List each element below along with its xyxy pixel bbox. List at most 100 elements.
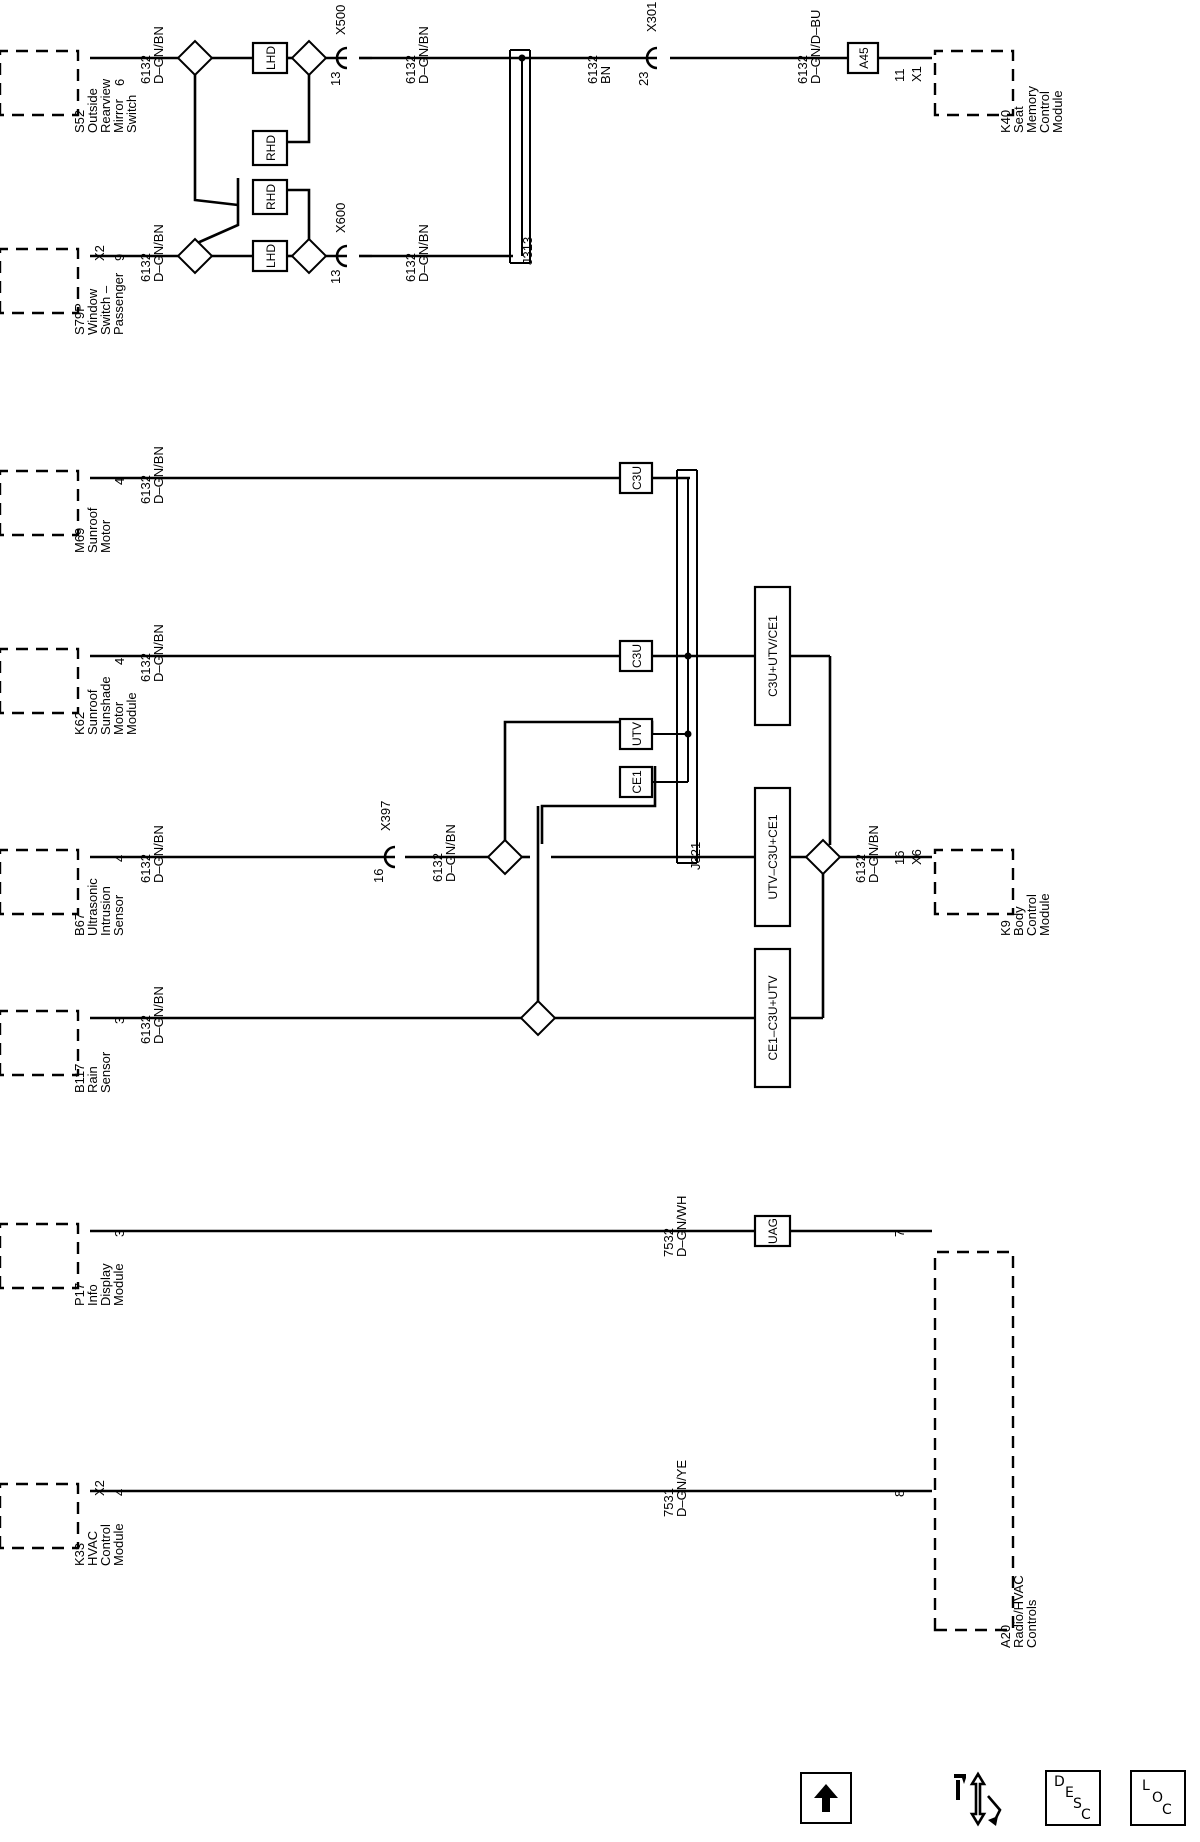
component-a20: A20Radio/HVACControls 7 8 [892, 1230, 1039, 1648]
x397-terminal [383, 845, 396, 869]
option-a45 [846, 41, 880, 75]
wire-k9-label: 6132D–GN/BN [853, 825, 881, 883]
svg-text:X500: X500 [333, 5, 348, 35]
p17-name: P17InfoDisplayModule [72, 1263, 126, 1306]
x500-terminal [335, 46, 348, 70]
option-rhd-lower [251, 178, 289, 216]
a20-pin-8: 8 [892, 1490, 907, 1497]
component-b67: B67UltrasonicIntrusionSensor 4 [0, 848, 127, 936]
desc-letter-d: D [1054, 1774, 1065, 1790]
option-c3u-utv-ce1 [753, 585, 792, 727]
svg-text:UTV–C3U+CE1: UTV–C3U+CE1 [766, 814, 780, 899]
b67-outline [0, 848, 80, 916]
circuit-radio-section: UAG 7532D–GN/WH 7531D–GN/YE [90, 1196, 932, 1517]
svg-text:A45: A45 [857, 47, 871, 69]
option-rhd-upper [251, 129, 289, 167]
k40-name: K40SeatMemoryControlModule [998, 86, 1065, 133]
b117-outline [0, 1009, 80, 1077]
wire-m69-label: 6132D–GN/BN [138, 446, 166, 504]
s79p-pin: 9 [112, 254, 127, 261]
svg-text:C3U: C3U [630, 644, 644, 668]
k40-pin: 11 [892, 69, 907, 83]
component-s52: S52OutsideRearviewMirrorSwitch 6 [0, 49, 139, 133]
splice-j313-label: J313 [520, 237, 535, 265]
wire-s52-label: 6132D–GN/BN [138, 26, 166, 84]
svg-text:C3U: C3U [630, 466, 644, 490]
x301-terminal [645, 46, 658, 70]
svg-text:C3U+UTV/CE1: C3U+UTV/CE1 [766, 615, 780, 697]
loc-letter-c: C [1162, 1802, 1172, 1818]
s52-outline [0, 49, 80, 117]
option-ce1-c3u-utv [753, 947, 792, 1089]
desc-letter-e: E [1065, 1785, 1074, 1801]
svg-text:X301: X301 [644, 2, 659, 32]
k40-outline [933, 49, 1015, 117]
k62-name: K62SunroofSunshadeMotorModule [72, 676, 139, 735]
wire-k62-label: 6132D–GN/BN [138, 624, 166, 682]
svg-text:23: 23 [636, 72, 651, 86]
wire-p17-label: 7532D–GN/WH [661, 1196, 689, 1257]
option-lhd-bottom [251, 239, 289, 273]
desc-letter-s: S [1073, 1796, 1082, 1812]
k9-outline [933, 848, 1015, 916]
k62-outline [0, 647, 80, 715]
wire-b67-label: 6132D–GN/BN [138, 825, 166, 883]
component-m69: M69SunroofMotor 4 [0, 469, 127, 553]
option-utv-c3u-ce1 [753, 786, 792, 928]
p17-outline [0, 1222, 80, 1290]
k33-outline [0, 1482, 80, 1550]
circuit-mirror-section: LHD LHD RHD RHD A45 X500 13 X600 13 X301… [90, 2, 932, 284]
svg-text:13: 13 [328, 72, 343, 86]
svg-text:CE1: CE1 [630, 770, 644, 794]
wrench-and-arrows-icon [954, 1771, 1002, 1827]
component-b117: B117RainSensor 3 [0, 1009, 127, 1093]
s52-name: S52OutsideRearviewMirrorSwitch [72, 78, 139, 133]
wire-x397-label: 6132D–GN/BN [430, 824, 458, 882]
svg-text:LHD: LHD [264, 244, 278, 268]
component-k33: K33HVACControlModule X2 4 [0, 1480, 127, 1566]
location-button[interactable]: L O C [1130, 1770, 1186, 1826]
k62-pin: 4 [112, 658, 127, 665]
wire-x500-label: 6132D–GN/BN [403, 26, 431, 84]
svg-text:X600: X600 [333, 203, 348, 233]
s79p-connector: X2 [92, 245, 107, 261]
description-button[interactable]: D E S C [1045, 1770, 1101, 1826]
svg-text:UTV: UTV [630, 722, 644, 746]
up-arrow-button[interactable] [800, 1772, 852, 1824]
m69-pin: 4 [112, 478, 127, 485]
component-k40: K40SeatMemoryControlModule X1 11 [892, 49, 1065, 133]
component-s79p: S79PWindowSwitch –Passenger X2 9 [0, 245, 127, 335]
m69-name: M69SunroofMotor [72, 507, 113, 553]
svg-text:LHD: LHD [264, 46, 278, 70]
s79p-outline [0, 247, 80, 315]
component-k9: K9BodyControlModule X6 16 [892, 848, 1052, 936]
wire-k40-label: 6132D–GN/D–BU [795, 10, 823, 84]
svg-text:RHD: RHD [264, 135, 278, 161]
arrow-up-icon [814, 1784, 838, 1812]
loc-letter-o: O [1152, 1790, 1164, 1806]
b67-pin: 4 [112, 855, 127, 862]
a20-name: A20Radio/HVACControls [998, 1575, 1039, 1648]
s79p-name: S79PWindowSwitch –Passenger [72, 272, 126, 335]
component-p17: P17InfoDisplayModule 3 [0, 1222, 127, 1306]
option-c3u-m69 [618, 461, 654, 495]
svg-text:UAG: UAG [766, 1218, 780, 1244]
option-lhd-top [251, 41, 289, 75]
splice-j321-label: J321 [688, 842, 703, 870]
k40-connector: X1 [909, 66, 924, 82]
x600-terminal [335, 244, 348, 268]
option-c3u-k62 [618, 639, 654, 673]
s52-pin: 6 [112, 79, 127, 86]
svg-text:16: 16 [371, 869, 386, 883]
k33-name: K33HVACControlModule [72, 1523, 126, 1566]
wire-s79p-label: 6132D–GN/BN [138, 224, 166, 282]
tools-button[interactable] [952, 1770, 1014, 1828]
wire-b117-label: 6132D–GN/BN [138, 986, 166, 1044]
desc-letter-c: C [1081, 1807, 1091, 1823]
wire-k33-label: 7531D–GN/YE [661, 1460, 689, 1517]
b67-name: B67UltrasonicIntrusionSensor [72, 878, 126, 936]
loc-letter-l: L [1142, 1778, 1150, 1794]
k33-pin: 4 [112, 1489, 127, 1496]
option-utv [618, 717, 654, 751]
